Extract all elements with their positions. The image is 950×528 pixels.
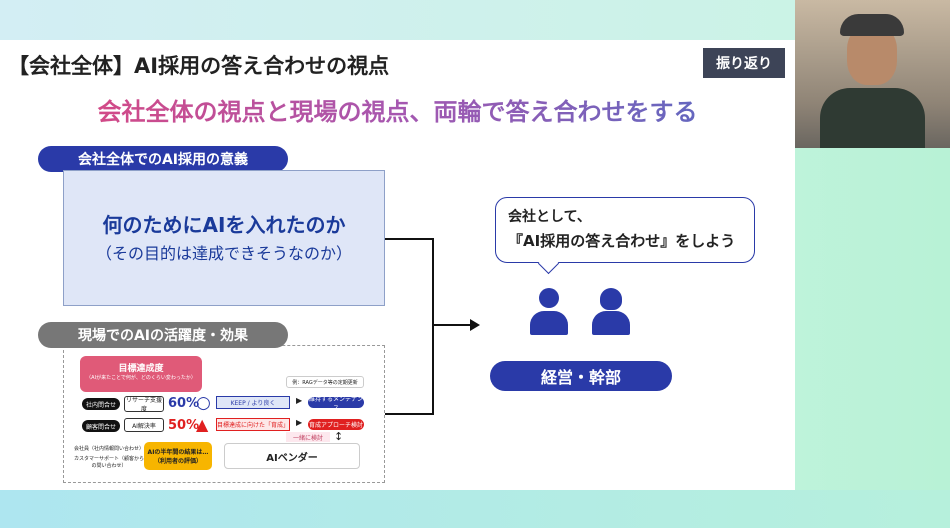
row2-tag: 顧客問合せ bbox=[82, 420, 120, 432]
slide-title: 【会社全体】AI採用の答え合わせの視点 bbox=[8, 54, 390, 78]
businesswoman-icon bbox=[592, 288, 630, 338]
presenter-webcam bbox=[795, 0, 950, 148]
section-field-label: 現場でのAIの活躍度・効果 bbox=[38, 322, 288, 348]
row1-value: 60% bbox=[168, 396, 200, 411]
arrow-icon: ▶ bbox=[296, 396, 303, 405]
review-badge: 振り返り bbox=[703, 48, 785, 78]
bottom-band bbox=[0, 490, 950, 528]
bubble-line1: 会社として、 bbox=[508, 209, 591, 225]
circle-mark-icon: ○ bbox=[196, 393, 211, 413]
connector-line bbox=[385, 413, 433, 415]
double-arrow-icon: ↕ bbox=[334, 430, 344, 443]
slide-subtitle: 会社全体の視点と現場の視点、両輪で答え合わせをする bbox=[0, 92, 795, 127]
bubble-line2: 『AI採用の答え合わせ』をしよう bbox=[508, 232, 736, 250]
slide: 【会社全体】AI採用の答え合わせの視点 振り返り 会社全体の視点と現場の視点、両… bbox=[0, 40, 795, 490]
result-box: AIの半年間の結果は…（利用者の評価） bbox=[144, 442, 212, 470]
vendor-box: AIベンダー bbox=[224, 443, 360, 469]
connector-line bbox=[432, 238, 434, 415]
row2-metric: AI解決率 bbox=[124, 418, 164, 432]
businessman-icon bbox=[530, 288, 568, 338]
top-band bbox=[0, 0, 795, 40]
purpose-main: 何のためにAIを入れたのか bbox=[102, 213, 346, 237]
users-employee: 会社員（社内情報問い合わせ） bbox=[74, 445, 145, 452]
section-company-label: 会社全体でのAI採用の意義 bbox=[38, 146, 288, 172]
arrow-icon: ▶ bbox=[296, 418, 303, 427]
maintain-pill: 維持するメンテナンス bbox=[308, 395, 364, 412]
together-label: 一緒に検討 bbox=[286, 432, 330, 442]
grow-action-pill: 育成アプローチ検討 bbox=[308, 419, 364, 430]
row1-tag: 社内問合せ bbox=[82, 398, 120, 410]
grow-box: 目標達成に向けた「育成」 bbox=[216, 418, 290, 431]
users-support: カスタマーサポート（顧客からの問い合わせ） bbox=[74, 456, 144, 469]
connector-line bbox=[385, 238, 433, 240]
goal-sub: （AIが来たことで何が、どのくらい変わったか） bbox=[86, 375, 196, 381]
row1-metric: リサーチ支援度 bbox=[124, 396, 164, 413]
example-note: 例：RAGデータ等の定期更新 bbox=[286, 376, 364, 388]
management-label: 経営・幹部 bbox=[490, 361, 672, 391]
row2-value: 50% bbox=[168, 418, 200, 433]
keep-box: KEEP / より良く bbox=[216, 396, 290, 409]
connector-arrow bbox=[432, 324, 472, 326]
triangle-mark-icon: ▲ bbox=[196, 415, 209, 434]
arrow-head-icon bbox=[470, 319, 480, 331]
purpose-box: 何のためにAIを入れたのか （その目的は達成できそうなのか） bbox=[63, 170, 385, 306]
goal-title: 目標達成度 bbox=[118, 364, 164, 374]
field-effect-box: 目標達成度 （AIが来たことで何が、どのくらい変わったか） 社内問合せ リサーチ… bbox=[63, 345, 385, 483]
speech-bubble: 会社として、 『AI採用の答え合わせ』をしよう bbox=[495, 197, 755, 263]
purpose-sub: （その目的は達成できそうなのか） bbox=[95, 244, 352, 263]
